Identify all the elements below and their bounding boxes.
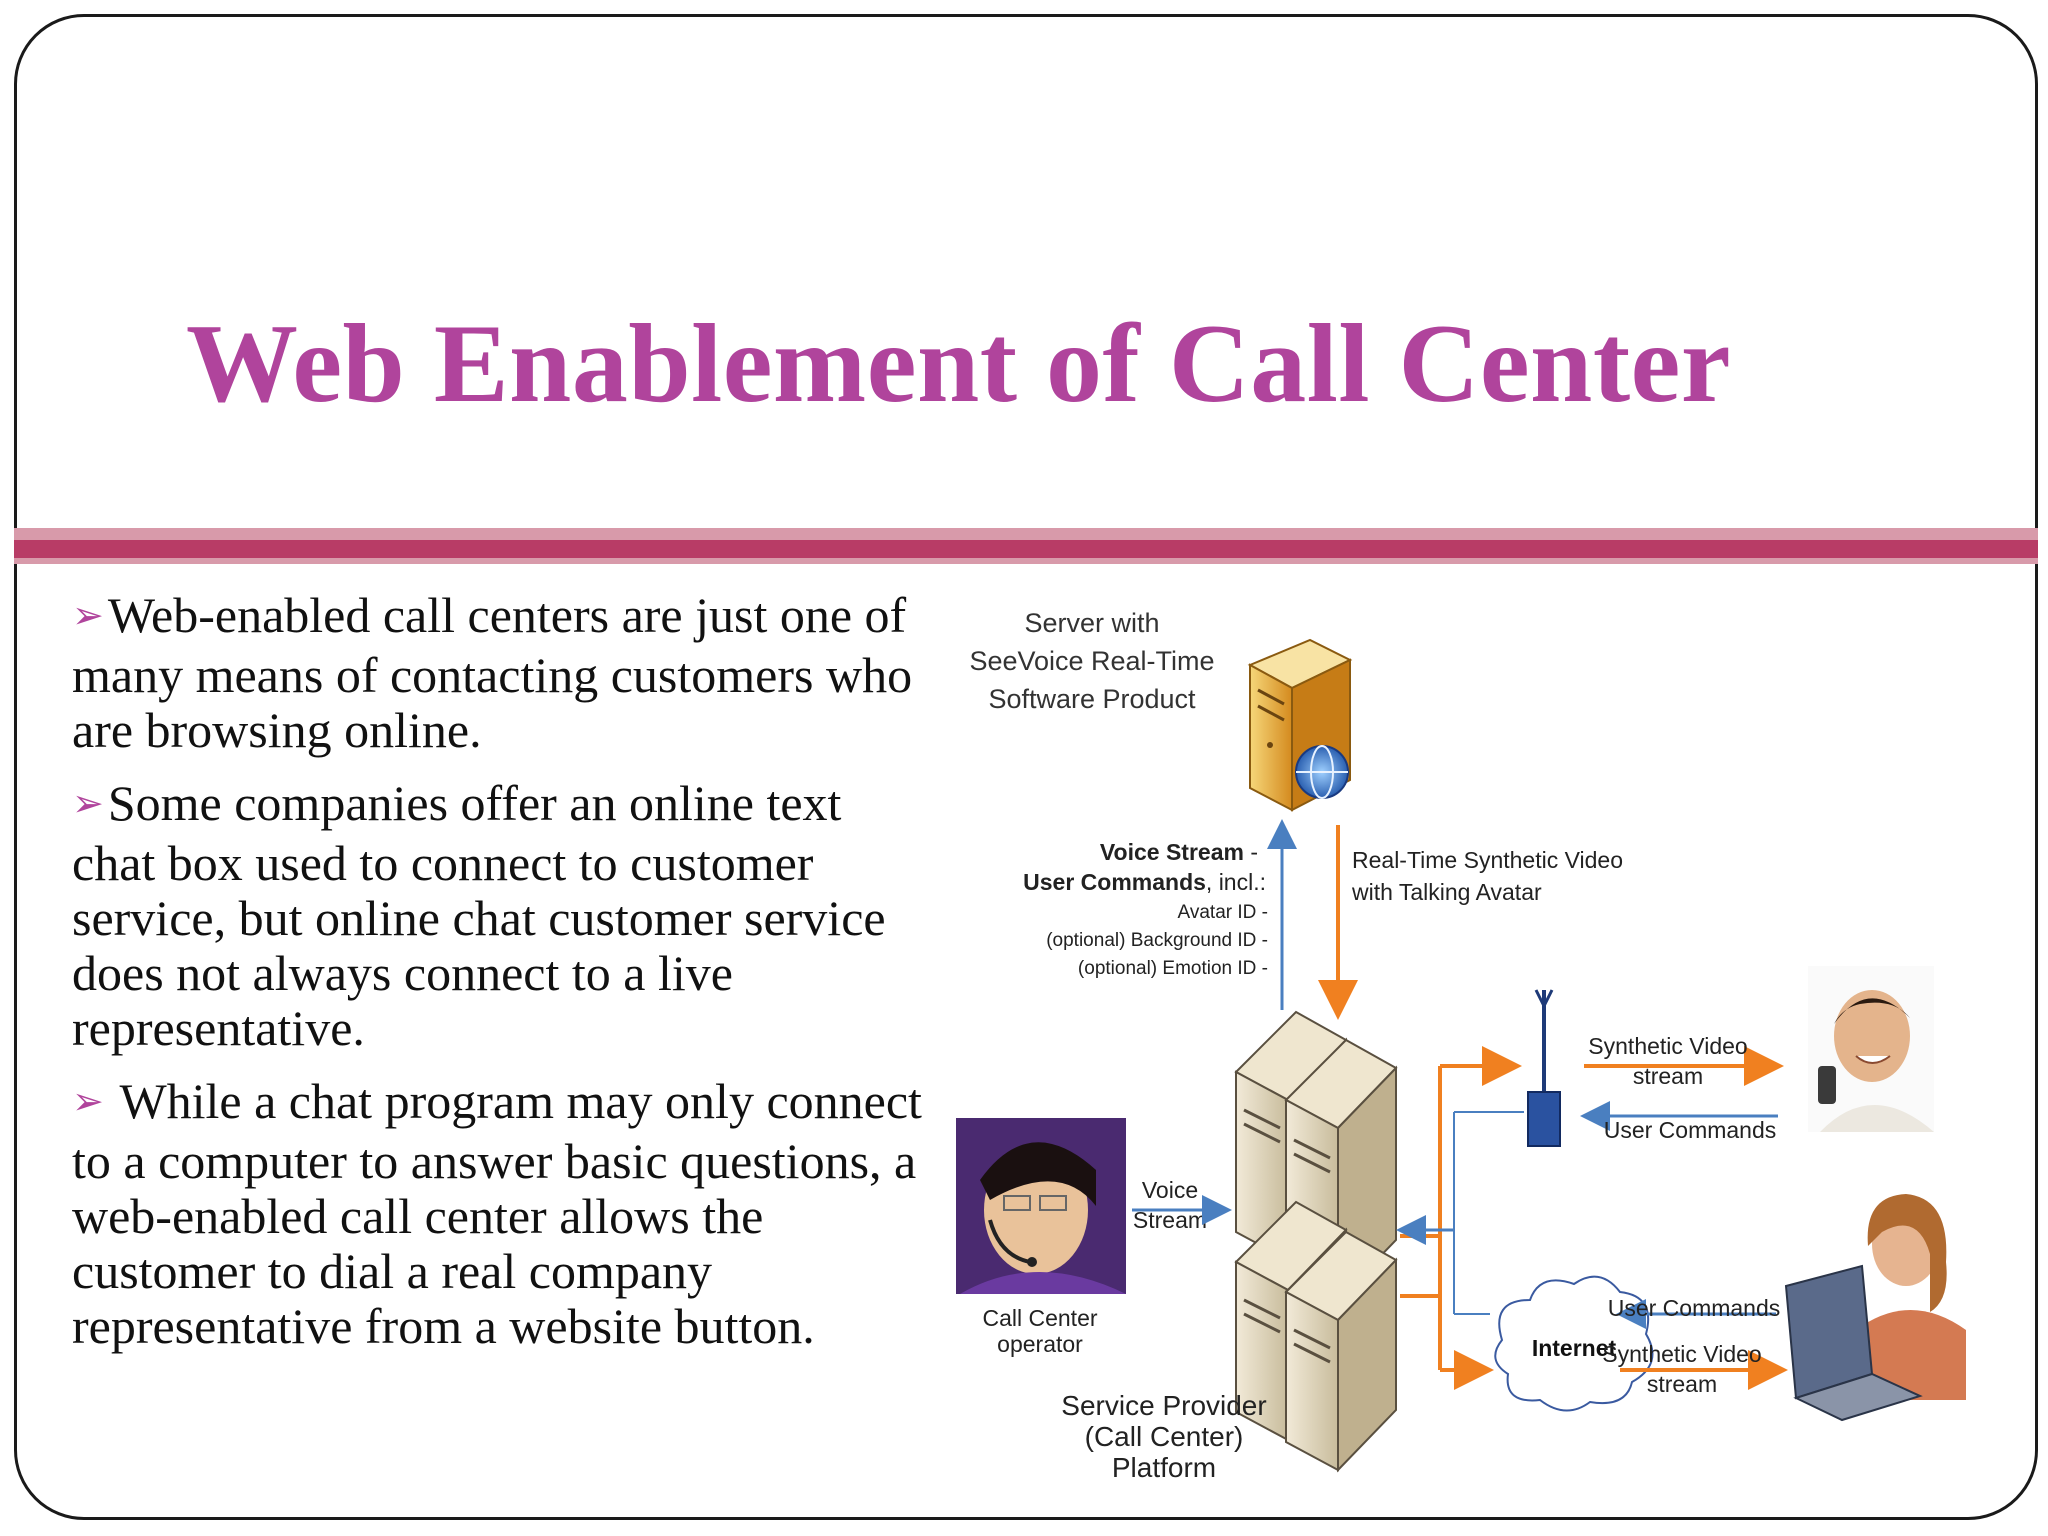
voice-arrow-label-line: Voice — [1142, 1177, 1198, 1203]
voice-arrow-label: Voice Stream — [1133, 1177, 1207, 1233]
platform-server-cluster-icon — [1234, 1010, 1398, 1473]
operator-label-line: Call Center — [982, 1305, 1097, 1331]
call-center-operator-photo — [956, 1118, 1126, 1294]
operator-label: Call Center operator — [982, 1305, 1097, 1357]
background-id-label: (optional) Background ID - — [1046, 930, 1268, 951]
svg-text:User Commands, incl.:: User Commands, incl.: — [1023, 869, 1266, 895]
laptop-video-label: stream — [1647, 1371, 1717, 1397]
server-label-line: Software Product — [988, 684, 1196, 714]
voice-stream-label: Voice Stream — [1100, 839, 1244, 865]
bullet-list: ➢Web-enabled call centers are just one o… — [72, 588, 932, 1372]
platform-label-line: Platform — [1112, 1452, 1216, 1483]
bullet-text: Some companies offer an online text chat… — [72, 775, 886, 1056]
laptop-video-label: Synthetic Video — [1602, 1341, 1761, 1367]
platform-label: Service Provider (Call Center) Platform — [1061, 1390, 1266, 1483]
title-divider-light-bottom — [14, 558, 2038, 564]
mobile-labels: Synthetic Video stream User Commands — [1588, 1033, 1776, 1143]
seevoice-server-icon — [1247, 638, 1353, 812]
bullet-text: Web-enabled call centers are just one of… — [72, 587, 913, 758]
bullet-item: ➢Web-enabled call centers are just one o… — [72, 588, 932, 758]
bullet-item: ➢ While a chat program may only connect … — [72, 1074, 932, 1354]
operator-label-line: operator — [997, 1331, 1083, 1357]
mobile-video-label: Synthetic Video — [1588, 1033, 1747, 1059]
laptop-labels: User Commands Synthetic Video stream — [1602, 1295, 1780, 1397]
internet-cloud-icon: Internet — [1494, 1275, 1654, 1412]
uplink-labels: Voice Stream - User Commands, incl.: Ava… — [1023, 839, 1268, 979]
server-label: Server with SeeVoice Real-Time Software … — [969, 608, 1214, 714]
internet-label: Internet — [1532, 1335, 1617, 1361]
arrowhead-bullet-icon: ➢ — [72, 595, 104, 637]
title-divider-light — [14, 528, 2038, 540]
downlink-label: Real-Time Synthetic Video with Talking A… — [1351, 847, 1623, 905]
arrowhead-bullet-icon: ➢ — [72, 783, 104, 825]
mobile-commands-label: User Commands — [1604, 1117, 1777, 1143]
user-commands-label: User Commands — [1023, 869, 1206, 895]
server-label-line: Server with — [1024, 608, 1159, 638]
arrowhead-bullet-icon: ➢ — [72, 1081, 104, 1123]
title-divider-dark — [14, 540, 2038, 558]
svg-text:Voice Stream -: Voice Stream - — [1100, 839, 1258, 865]
man-with-phone-photo — [1808, 966, 1934, 1132]
downlink-label-line: Real-Time Synthetic Video — [1352, 847, 1623, 873]
server-label-line: SeeVoice Real-Time — [969, 646, 1214, 676]
emotion-id-label: (optional) Emotion ID - — [1078, 958, 1268, 979]
woman-with-laptop-photo — [1784, 1194, 1966, 1422]
platform-label-line: (Call Center) — [1085, 1421, 1244, 1452]
avatar-id-label: Avatar ID - — [1178, 902, 1268, 923]
downlink-label-line: with Talking Avatar — [1351, 879, 1542, 905]
bullet-text: While a chat program may only connect to… — [72, 1073, 922, 1354]
laptop-commands-label: User Commands — [1608, 1295, 1781, 1321]
cell-tower-icon — [1527, 989, 1561, 1147]
slide-title: Web Enablement of Call Center — [186, 302, 1732, 426]
incl-label: , incl.: — [1206, 869, 1266, 895]
distribution-lines — [1396, 1046, 1524, 1390]
platform-label-line: Service Provider — [1061, 1390, 1266, 1421]
mobile-video-label: stream — [1633, 1063, 1703, 1089]
bullet-item: ➢Some companies offer an online text cha… — [72, 776, 932, 1056]
